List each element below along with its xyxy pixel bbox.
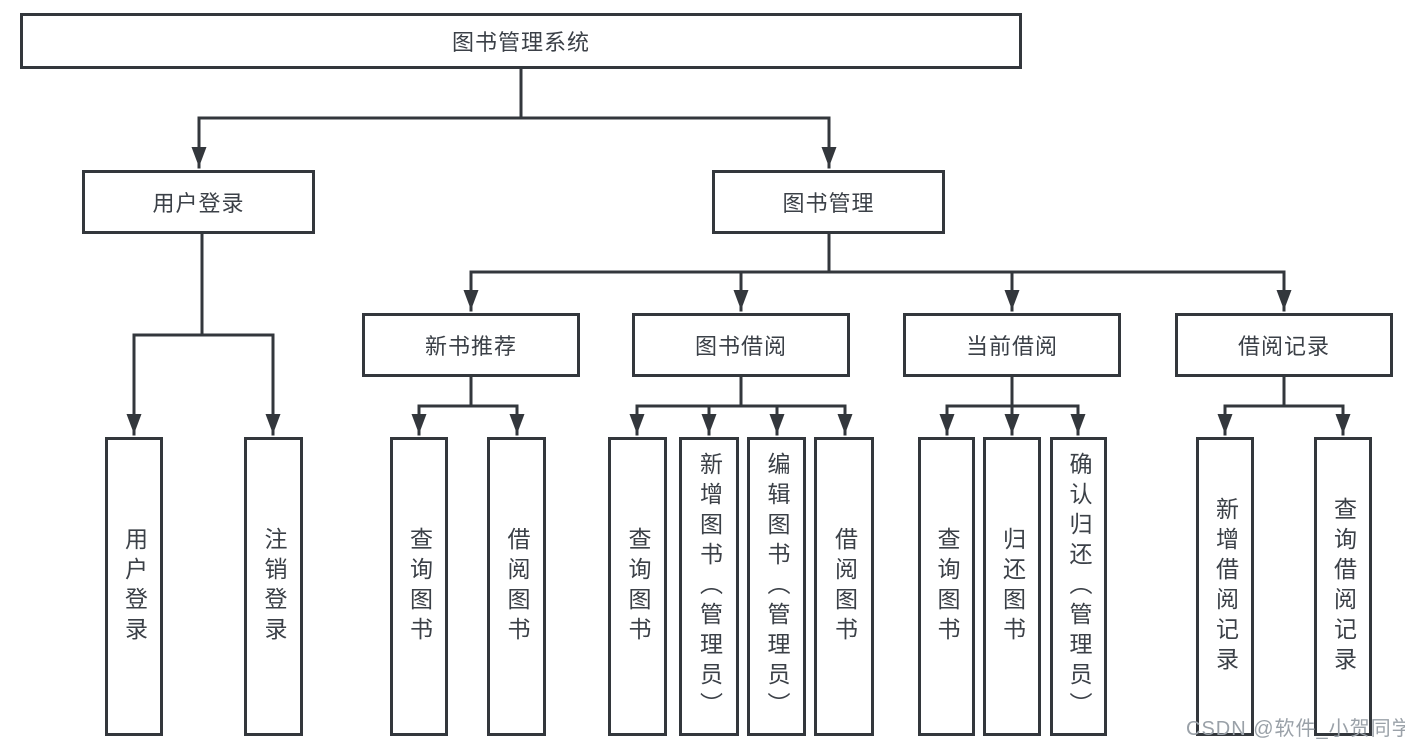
leaf-label: 借阅图书 [831, 526, 858, 647]
leaf-label: 归还图书 [999, 526, 1026, 647]
leaf-cb-return-books: 归还图书 [983, 437, 1041, 736]
leaf-nbr-borrow-books: 借阅图书 [487, 437, 546, 736]
leaf-br-add-record: 新增借阅记录 [1196, 437, 1254, 736]
leaf-br-query-record: 查询借阅记录 [1314, 437, 1372, 736]
leaf-bb-query-books: 查询图书 [608, 437, 667, 736]
node-label: 借阅记录 [1237, 334, 1330, 359]
node-book-borrow: 图书借阅 [632, 313, 850, 377]
leaf-user-login: 用户登录 [105, 437, 163, 736]
node-book-management: 图书管理 [712, 170, 945, 234]
node-label: 用户登录 [152, 191, 245, 216]
node-root-system: 图书管理系统 [20, 13, 1022, 69]
leaf-cb-confirm-return-admin: 确认归还（管理员） [1050, 437, 1107, 736]
leaf-label: 注销登录 [261, 526, 287, 647]
leaf-cb-query-books: 查询图书 [918, 437, 975, 736]
leaf-label: 查询借阅记录 [1330, 496, 1357, 677]
leaf-label: 查询图书 [934, 526, 960, 647]
leaf-bb-borrow-books: 借阅图书 [814, 437, 874, 736]
csdn-watermark: CSDN @软件_小贺同学 [1186, 718, 1405, 740]
leaf-label: 新增图书（管理员） [696, 451, 723, 722]
leaf-label: 新增借阅记录 [1212, 496, 1239, 677]
leaf-label: 查询图书 [406, 526, 433, 647]
node-label: 图书管理系统 [451, 30, 590, 55]
node-label: 图书管理 [782, 191, 875, 216]
node-label: 当前借阅 [965, 334, 1058, 359]
leaf-nbr-query-books: 查询图书 [390, 437, 448, 736]
node-label: 图书借阅 [694, 334, 787, 359]
leaf-bb-edit-books-admin: 编辑图书（管理员） [747, 437, 806, 736]
leaf-label: 借阅图书 [504, 526, 530, 647]
leaf-label: 查询图书 [625, 526, 651, 647]
leaf-bb-add-books-admin: 新增图书（管理员） [679, 437, 739, 736]
node-label: 新书推荐 [424, 334, 517, 359]
leaf-logout: 注销登录 [244, 437, 303, 736]
node-new-book-recommend: 新书推荐 [362, 313, 580, 377]
node-current-borrow: 当前借阅 [903, 313, 1121, 377]
node-borrow-records: 借阅记录 [1175, 313, 1393, 377]
leaf-label: 确认归还（管理员） [1066, 451, 1092, 722]
leaf-label: 编辑图书（管理员） [764, 451, 790, 722]
node-user-login: 用户登录 [82, 170, 315, 234]
leaf-label: 用户登录 [121, 526, 148, 647]
